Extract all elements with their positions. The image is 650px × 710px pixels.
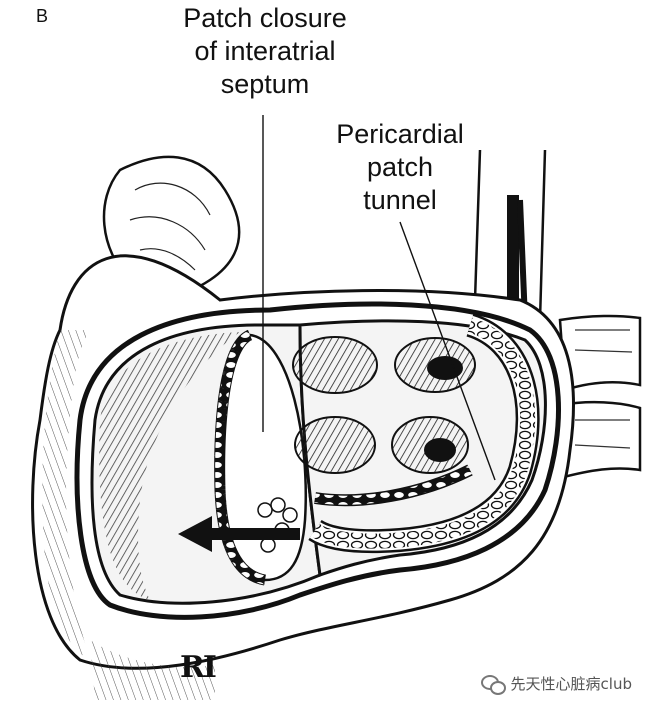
panel-letter: B [36, 6, 49, 26]
artist-signature: RI [180, 650, 217, 685]
flow-arrow [178, 516, 300, 552]
pulmonary-veins [558, 314, 642, 480]
label-line: Pericardial [336, 119, 464, 149]
vessel-shadow [507, 195, 519, 325]
watermark: 先天性心脏病club [480, 673, 632, 695]
label-line: of interatrial [194, 36, 336, 66]
label-septum-patch: Patch closure of interatrial septum [130, 2, 400, 101]
great-vessel [473, 149, 547, 325]
label-line: septum [220, 69, 310, 99]
label-line: tunnel [363, 185, 437, 215]
tunnel-leader-line [399, 221, 496, 481]
label-pericardial-tunnel: Pericardial patch tunnel [300, 118, 500, 217]
label-line: Patch closure [183, 3, 347, 33]
vein-ostia [292, 336, 476, 474]
chat-bubble-icon [480, 674, 506, 695]
watermark-text: 先天性心脏病club [510, 675, 632, 693]
label-line: patch [366, 152, 434, 182]
